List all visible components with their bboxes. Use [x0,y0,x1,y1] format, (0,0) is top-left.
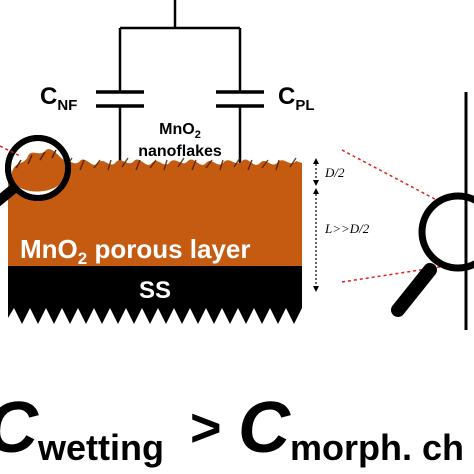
cap-nf-main: C [40,83,57,110]
cap-nf-sub: NF [57,97,77,114]
porous-layer-label: MnO2 porous layer [20,234,251,268]
equation-right: Cmorph. ch [238,388,464,468]
equation-left-main: C [0,388,39,468]
dimension-bottom-label: L>>D/2 [324,221,370,236]
right-guide-lines [341,149,449,283]
equation: Cwetting [0,388,164,468]
equation-right-sub: morph. ch [290,427,464,468]
cap-pl-main: C [278,83,295,110]
porous-rest: porous layer [87,234,250,264]
substrate-label: SS [139,277,171,304]
cap-pl-sub: PL [295,97,314,114]
porous-main: MnO [20,234,78,264]
nanoflakes-main: MnO [159,121,195,138]
porous-sub: 2 [78,249,87,268]
magnifier-icon-left [0,135,71,207]
equation-operator: > [190,398,222,458]
magnifier-icon-right [391,92,474,330]
nanoflakes-sub: 2 [195,129,201,141]
capacitor-nf [96,90,144,108]
cap-nf-label: CNF [40,83,77,114]
equation-right-main: C [238,388,291,468]
capacitor-pl [216,90,264,108]
nanoflakes-label-line1: MnO2 [159,121,201,141]
dimension-arrowheads [313,158,319,292]
nanoflakes-label-line2: nanoflakes [138,143,222,160]
porous-layer [8,159,302,266]
cap-pl-label: CPL [278,83,315,114]
left-guide-line [0,145,21,157]
equation-left-sub: wetting [37,427,164,468]
substrate [8,266,302,324]
dimension-top-label: D/2 [324,165,345,180]
